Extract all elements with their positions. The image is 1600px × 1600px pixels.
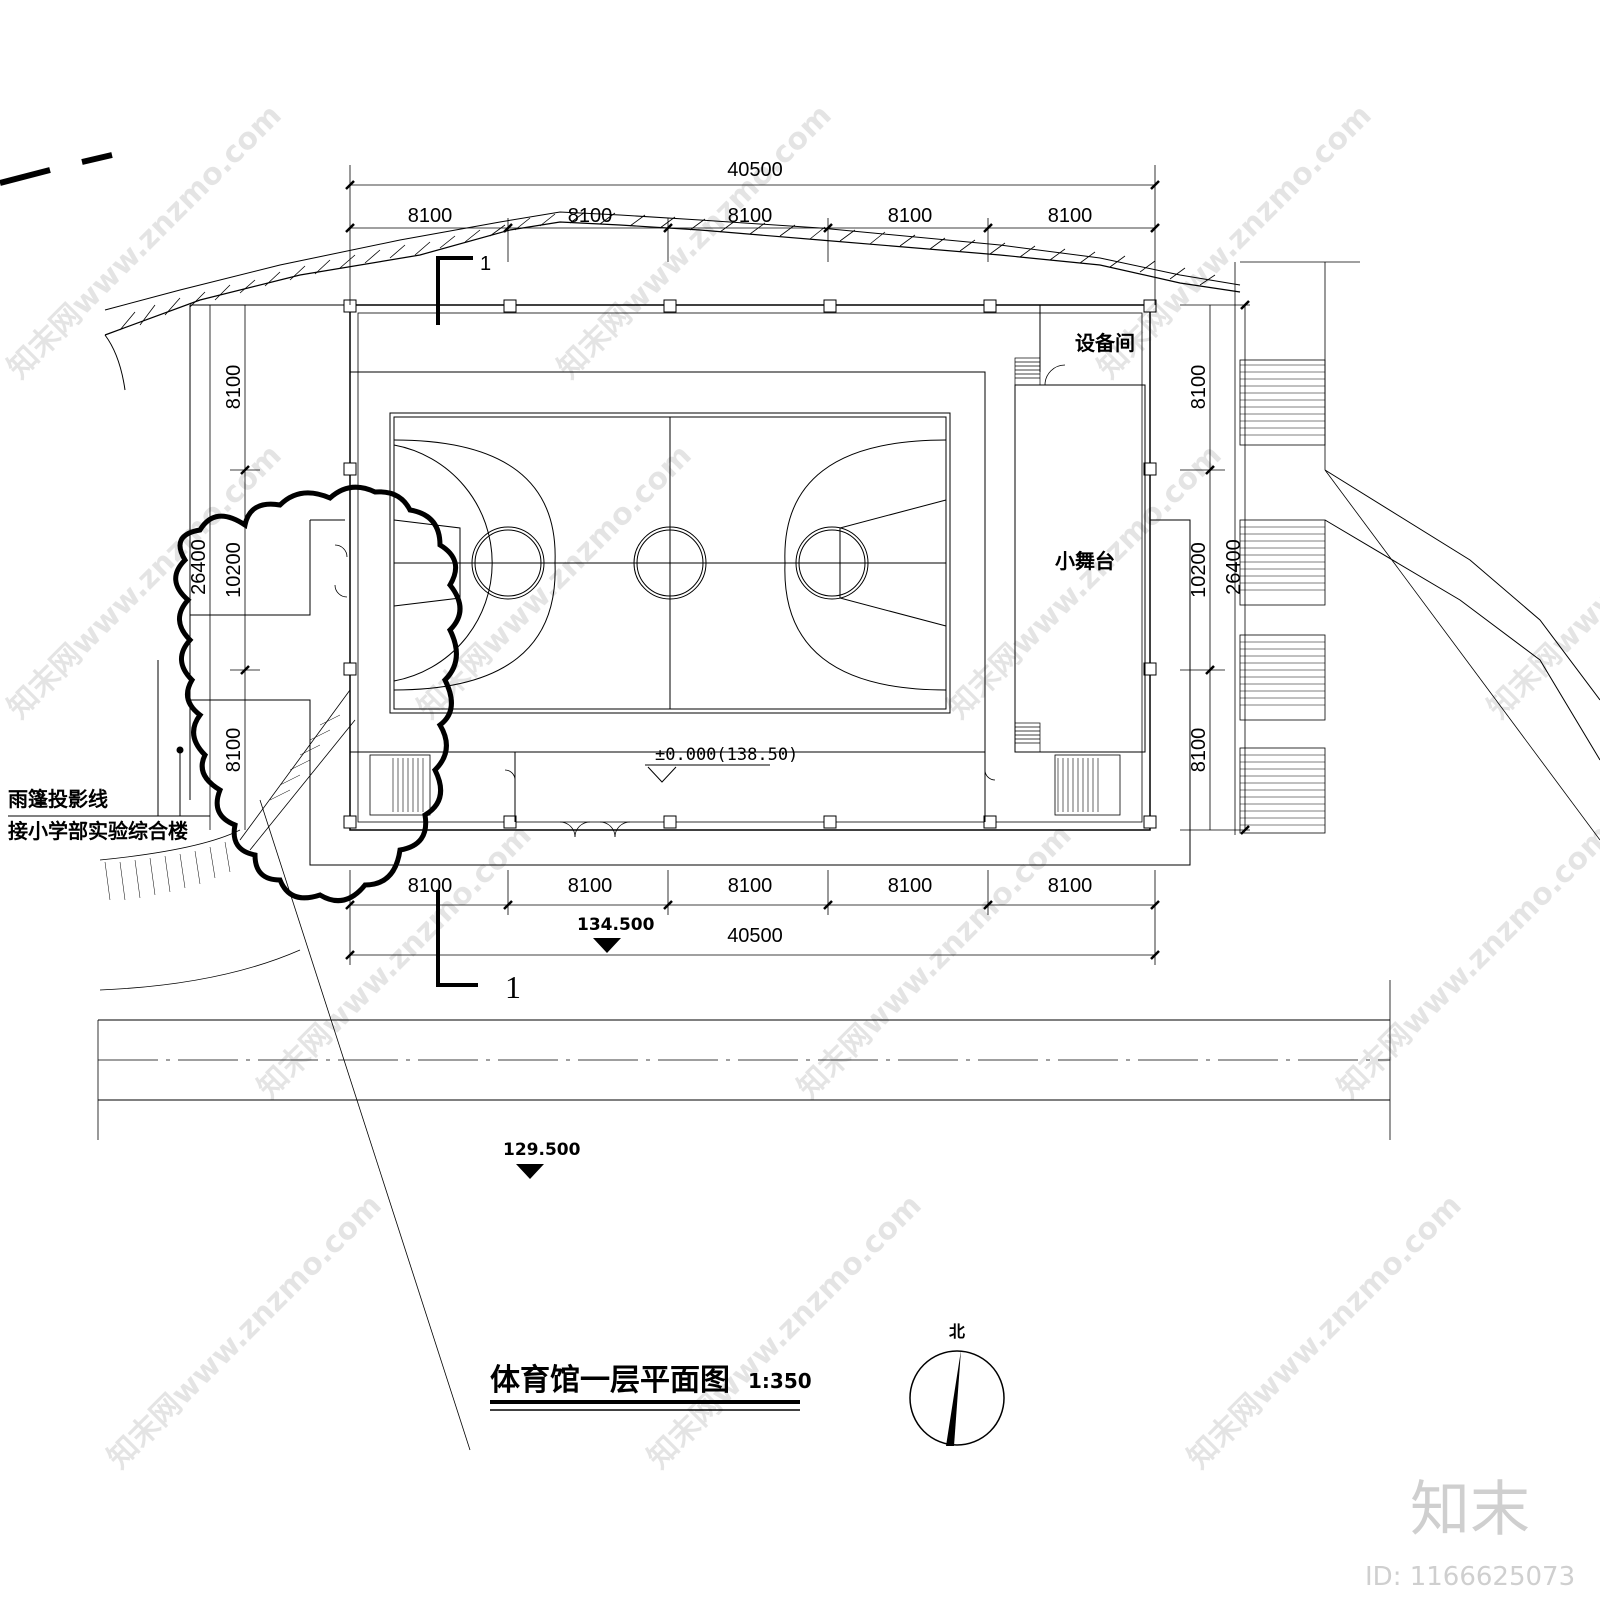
annotation-connect: 接小学部实验综合楼 bbox=[8, 819, 188, 843]
watermark-text: 知末网www.znzmo.com bbox=[1331, 818, 1600, 1106]
section-marker-top bbox=[436, 256, 473, 325]
watermark-id: ID: 1166625073 bbox=[1365, 1562, 1575, 1592]
dim-bottom-bay-1: 8100 bbox=[408, 875, 453, 897]
level-road-symbol bbox=[516, 1164, 544, 1179]
dim-right-bay-3: 8100 bbox=[1188, 728, 1210, 773]
dim-left-bay-2: 10200 bbox=[223, 542, 245, 598]
annotation-leaders bbox=[8, 660, 210, 817]
dim-top-bay-1: 8100 bbox=[408, 205, 453, 227]
dim-bottom-bay-5: 8100 bbox=[1048, 875, 1093, 897]
dim-bottom-bay-4: 8100 bbox=[888, 875, 933, 897]
watermark-text: 知末网www.znzmo.com bbox=[1, 438, 289, 726]
dim-bottom-bay-2: 8100 bbox=[568, 875, 613, 897]
drawing-scale: 1:350 bbox=[748, 1369, 812, 1393]
tree-outline bbox=[173, 484, 463, 904]
dim-left-bay-1: 8100 bbox=[223, 365, 245, 410]
watermark-text: 知末网www.znzmo.com bbox=[1481, 438, 1600, 726]
drawing-title: 体育馆一层平面图 bbox=[490, 1363, 730, 1398]
north-label: 北 bbox=[949, 1322, 965, 1341]
dimension-lines bbox=[209, 165, 1250, 965]
section-marker-bottom bbox=[436, 890, 478, 987]
dim-right-total: 26400 bbox=[1223, 539, 1245, 595]
section-label-top: 1 bbox=[480, 253, 491, 275]
level-floor-symbol bbox=[645, 764, 770, 783]
slope-left bbox=[99, 689, 471, 1451]
building-outline bbox=[189, 299, 1191, 866]
annotation-canopy: 雨篷投影线 bbox=[8, 787, 108, 811]
watermark-text: 知末网www.znzmo.com bbox=[941, 438, 1229, 726]
dim-top-bay-5: 8100 bbox=[1048, 205, 1093, 227]
watermark-text: 知末网www.znzmo.com bbox=[551, 98, 839, 386]
dim-left-bay-3: 8100 bbox=[223, 728, 245, 773]
dimension-ticks bbox=[240, 180, 1250, 960]
section-label-bottom: 1 bbox=[505, 969, 521, 1005]
watermark-logo: 知末 bbox=[1410, 1475, 1530, 1545]
basketball-court bbox=[389, 412, 951, 714]
dim-right-bay-2: 10200 bbox=[1188, 542, 1210, 598]
level-entrance: 134.500 bbox=[577, 915, 655, 935]
level-road: 129.500 bbox=[503, 1140, 581, 1160]
watermark-text: 知末网www.znzmo.com bbox=[101, 1188, 389, 1476]
north-arrow-icon bbox=[946, 1350, 961, 1446]
dim-top-bay-3: 8100 bbox=[728, 205, 773, 227]
dim-top-total: 40500 bbox=[727, 159, 783, 181]
level-floor: ±0.000(138.50) bbox=[655, 745, 798, 765]
level-entrance-symbol bbox=[593, 938, 621, 953]
road bbox=[97, 980, 1391, 1140]
dim-top-bay-2: 8100 bbox=[568, 205, 613, 227]
dashed-leader bbox=[0, 152, 113, 186]
watermark-text: 知末网www.znzmo.com bbox=[641, 1188, 929, 1476]
dim-right-bay-1: 8100 bbox=[1188, 365, 1210, 410]
dim-left-total: 26400 bbox=[188, 539, 210, 595]
room-equipment: 设备间 bbox=[1075, 331, 1135, 355]
watermark-text: 知末网www.znzmo.com bbox=[1, 98, 289, 386]
dim-top-bay-4: 8100 bbox=[888, 205, 933, 227]
exterior-stairs bbox=[1234, 261, 1600, 841]
room-stage: 小舞台 bbox=[1055, 549, 1115, 573]
watermark-text: 知末网www.znzmo.com bbox=[1181, 1188, 1469, 1476]
watermark-text: 知末网www.znzmo.com bbox=[251, 818, 539, 1106]
dim-bottom-total: 40500 bbox=[727, 925, 783, 947]
dim-bottom-bay-3: 8100 bbox=[728, 875, 773, 897]
north-arrow-circle bbox=[909, 1350, 1005, 1446]
watermark-text: 知末网www.znzmo.com bbox=[791, 818, 1079, 1106]
